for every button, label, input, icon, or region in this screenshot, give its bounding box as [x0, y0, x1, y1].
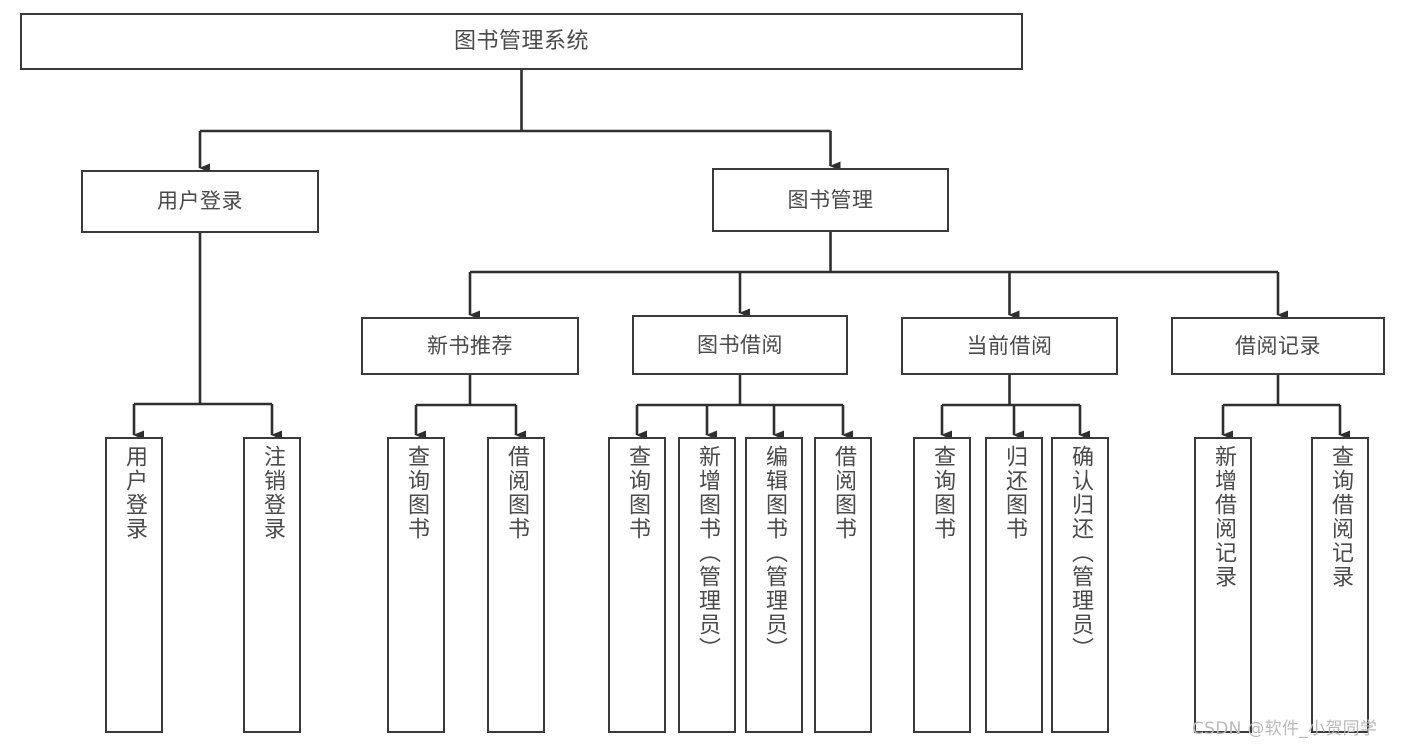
node-label: 图书管理	[787, 187, 874, 212]
node-label: 查询图书	[624, 445, 650, 541]
node-leaf-query-book-2[interactable]: 查询图书	[608, 437, 666, 733]
node-leaf-add-record[interactable]: 新增借阅记录	[1194, 437, 1252, 733]
node-current-borrow[interactable]: 当前借阅	[901, 317, 1118, 375]
node-label: 查询图书	[403, 445, 429, 541]
node-borrow-record[interactable]: 借阅记录	[1171, 317, 1385, 375]
node-label: 确认归还（管理员）	[1067, 445, 1093, 661]
node-label: 新增图书（管理员）	[694, 445, 720, 661]
node-root[interactable]: 图书管理系统	[20, 13, 1023, 70]
node-label: 新增借阅记录	[1210, 445, 1236, 589]
node-label: 图书借阅	[697, 332, 783, 357]
node-leaf-return-book[interactable]: 归还图书	[985, 437, 1043, 733]
node-label: 注销登录	[259, 445, 285, 541]
node-leaf-edit-book[interactable]: 编辑图书（管理员）	[745, 437, 803, 733]
node-leaf-query-book-3[interactable]: 查询图书	[913, 437, 971, 733]
node-label: 借阅图书	[503, 445, 529, 541]
node-leaf-query-book-1[interactable]: 查询图书	[387, 437, 445, 733]
node-label: 用户登录	[157, 189, 243, 214]
node-user-login[interactable]: 用户登录	[81, 170, 319, 233]
node-leaf-user-login[interactable]: 用户登录	[105, 437, 163, 733]
node-label: 借阅图书	[830, 445, 856, 541]
node-label: 查询图书	[929, 445, 955, 541]
node-label: 用户登录	[121, 445, 147, 541]
node-label: 当前借阅	[966, 333, 1053, 358]
node-label: 借阅记录	[1235, 333, 1321, 358]
watermark-text: CSDN @软件_小贺同学	[1192, 719, 1378, 739]
node-label: 归还图书	[1001, 445, 1027, 541]
node-leaf-logout-login[interactable]: 注销登录	[243, 437, 301, 733]
node-label: 新书推荐	[427, 333, 513, 358]
node-book-borrow[interactable]: 图书借阅	[632, 315, 848, 375]
node-leaf-add-book[interactable]: 新增图书（管理员）	[678, 437, 736, 733]
node-leaf-confirm-return[interactable]: 确认归还（管理员）	[1051, 437, 1109, 733]
node-book-manage[interactable]: 图书管理	[712, 168, 949, 232]
node-leaf-query-record[interactable]: 查询借阅记录	[1311, 437, 1369, 733]
node-label: 查询借阅记录	[1327, 445, 1353, 589]
node-label: 编辑图书（管理员）	[761, 445, 787, 661]
node-leaf-borrow-book-1[interactable]: 借阅图书	[487, 437, 545, 733]
node-new-book-recommend[interactable]: 新书推荐	[361, 317, 579, 375]
node-leaf-borrow-book-2[interactable]: 借阅图书	[814, 437, 872, 733]
node-label: 图书管理系统	[453, 28, 589, 54]
